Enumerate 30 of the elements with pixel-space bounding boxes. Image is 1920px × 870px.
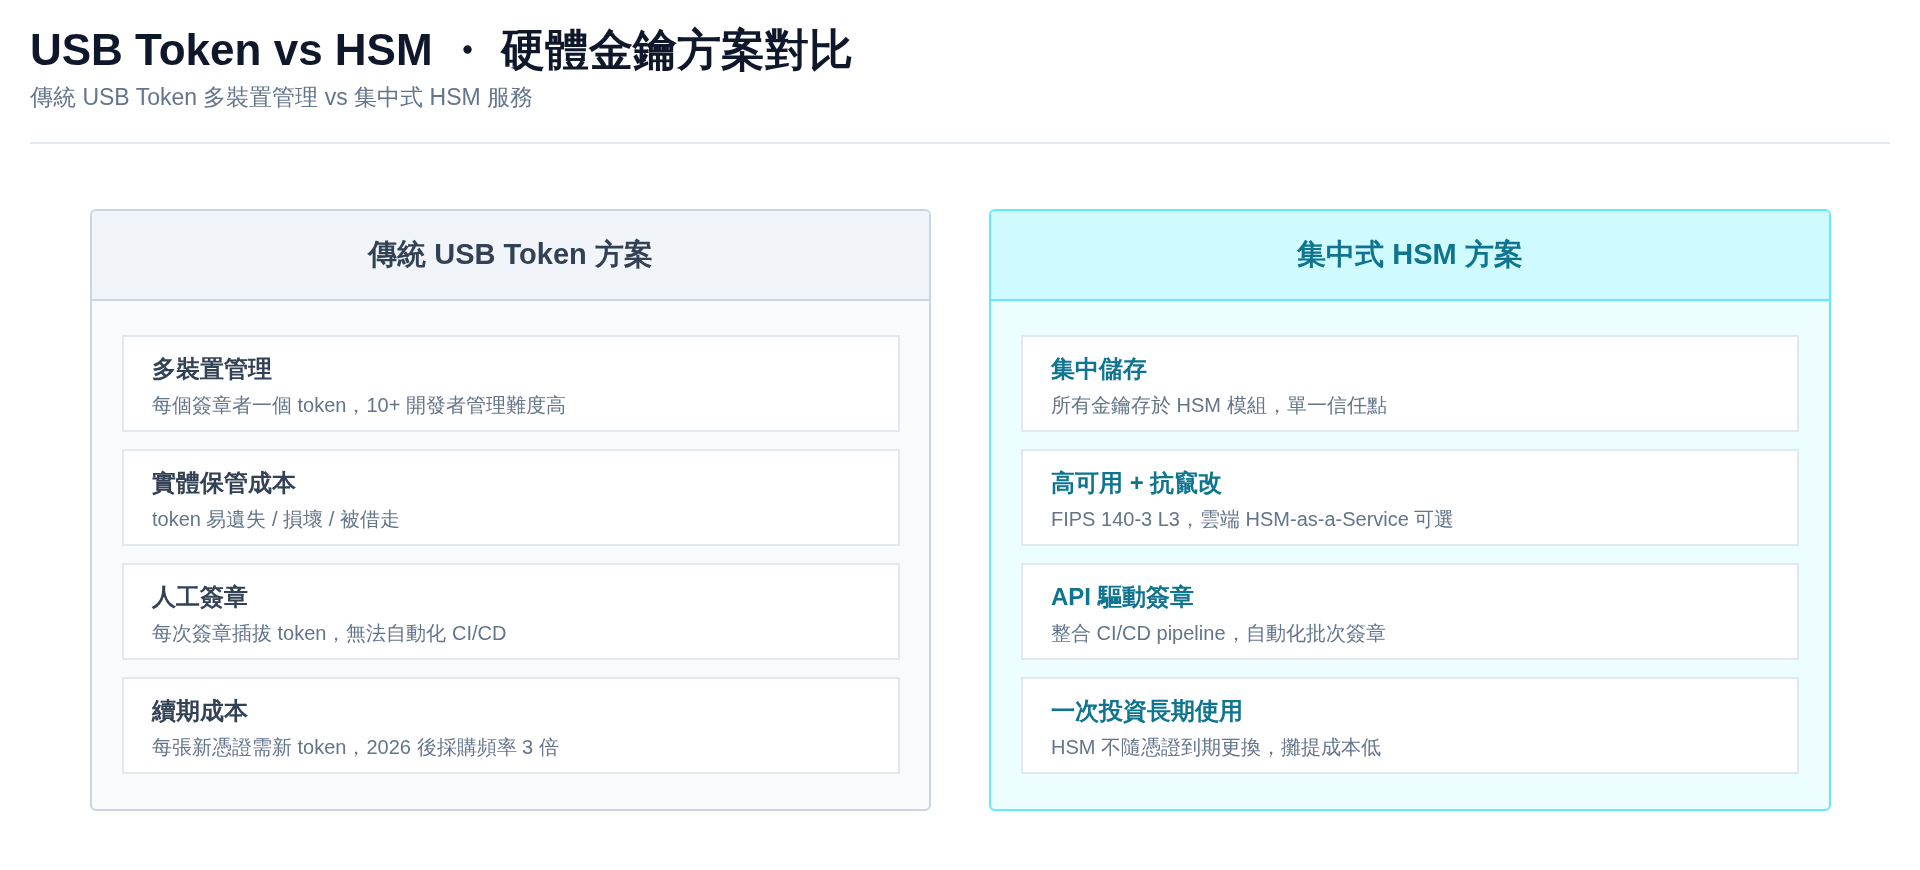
feature-card (122, 335, 900, 432)
card-title: 續期成本 (152, 696, 249, 726)
feature-card (1021, 563, 1799, 660)
card-description: FIPS 140-3 L3，雲端 HSM-as-a-Service 可選 (1051, 507, 1456, 532)
card-title: 多裝置管理 (152, 354, 273, 384)
feature-card (1021, 449, 1799, 546)
card-description: HSM 不隨憑證到期更換，攤提成本低 (1051, 735, 1382, 760)
card-title: 人工簽章 (152, 582, 249, 612)
card-title: 實體保管成本 (152, 468, 297, 498)
feature-card (122, 563, 900, 660)
panel-heading: 集中式 HSM 方案 (991, 211, 1829, 301)
feature-card (122, 677, 900, 774)
comparison-panel (90, 209, 931, 811)
card-title: 集中儲存 (1051, 354, 1148, 384)
feature-card (1021, 677, 1799, 774)
card-description: token 易遺失 / 損壞 / 被借走 (152, 507, 401, 532)
page-subtitle: 傳統 USB Token 多裝置管理 vs 集中式 HSM 服務 (30, 83, 534, 112)
card-title: API 驅動簽章 (1051, 582, 1195, 612)
feature-card (122, 449, 900, 546)
card-description: 整合 CI/CD pipeline，自動化批次簽章 (1051, 621, 1387, 646)
card-title: 高可用 + 抗竄改 (1051, 468, 1224, 498)
feature-card (1021, 335, 1799, 432)
page-title: USB Token vs HSM ・ 硬體金鑰方案對比 (30, 24, 854, 76)
card-description: 每張新憑證需新 token，2026 後採購頻率 3 倍 (152, 735, 560, 760)
card-description: 每個簽章者一個 token，10+ 開發者管理難度高 (152, 393, 567, 418)
card-description: 所有金鑰存於 HSM 模組，單一信任點 (1051, 393, 1388, 418)
card-title: 一次投資長期使用 (1051, 696, 1244, 726)
card-description: 每次簽章插拔 token，無法自動化 CI/CD (152, 621, 508, 646)
panel-heading: 傳統 USB Token 方案 (92, 211, 929, 301)
comparison-panel (989, 209, 1831, 811)
